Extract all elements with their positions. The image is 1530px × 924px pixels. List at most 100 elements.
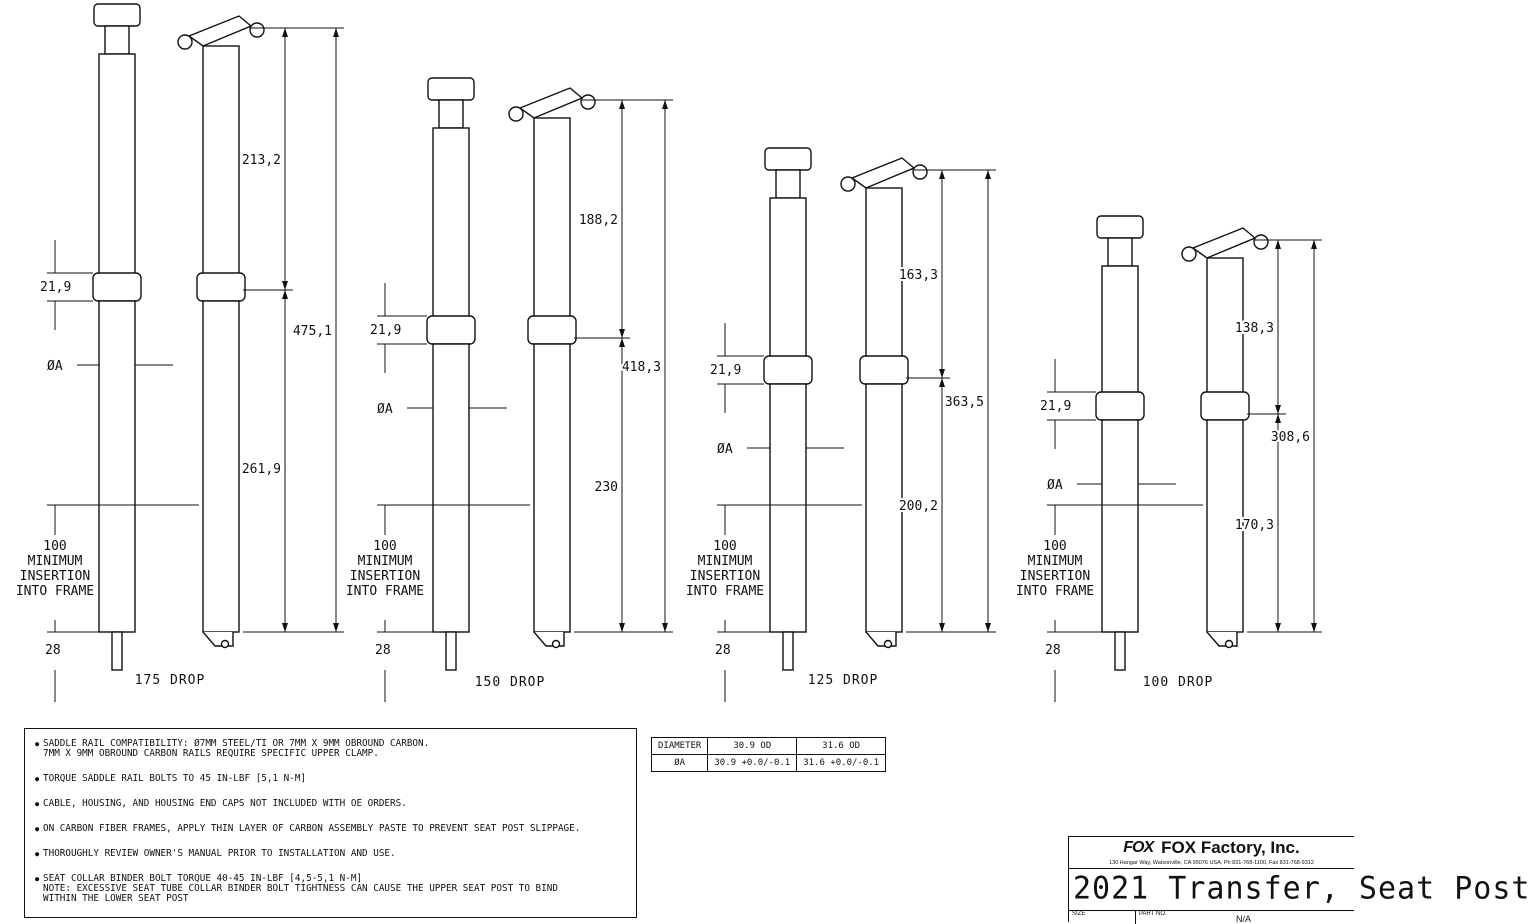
dimension-collar: 21,9: [1040, 399, 1071, 414]
lower-post-front: [432, 343, 470, 633]
upper-stanchion-side: [202, 45, 240, 286]
rail-clamp-bolt-left: [177, 34, 193, 50]
notes-list: SADDLE RAIL COMPATIBILITY: Ø7MM STEEL/TI…: [35, 739, 626, 904]
dimension-total-length: 418,3: [622, 360, 661, 375]
seal-head-collar-front: [426, 315, 476, 345]
note-item: SADDLE RAIL COMPATIBILITY: Ø7MM STEEL/TI…: [35, 739, 626, 759]
insertion-label-line: INTO FRAME: [346, 584, 424, 599]
dimension-upper-stanchion: 188,2: [579, 213, 618, 228]
dimension-diameter-a: ØA: [1047, 478, 1063, 493]
fox-logo: FOX: [1123, 839, 1154, 856]
saddle-clamp-front: [1096, 215, 1144, 239]
drop-label: 100 DROP: [1143, 675, 1214, 690]
insertion-label-line: 100: [373, 539, 396, 554]
insertion-label-line: INTO FRAME: [16, 584, 94, 599]
company-address: 130 Hangar Way, Watsonville, CA 95076 US…: [1069, 859, 1354, 869]
note-item: CABLE, HOUSING, AND HOUSING END CAPS NOT…: [35, 799, 626, 810]
seat-post-group: 138,3170,3308,621,9ØA100MINIMUMINSERTION…: [1016, 215, 1322, 702]
upper-stanchion-front: [1101, 265, 1139, 405]
actuator-barrel: [551, 639, 561, 649]
dimension-bottom: 28: [1045, 643, 1061, 658]
actuator-barrel: [220, 639, 230, 649]
company-name: FOX Factory, Inc.: [1161, 838, 1300, 857]
upper-stanchion-front: [432, 127, 470, 329]
dimension-arrow: [939, 378, 945, 387]
dimension-arrow: [1311, 240, 1317, 249]
actuator-front: [1114, 631, 1126, 671]
diameter-table-cell: 30.9 +0.0/-0.1: [707, 754, 798, 772]
insertion-label-line: INSERTION: [690, 569, 760, 584]
insertion-label-line: MINIMUM: [28, 554, 83, 569]
insertion-label-line: 100: [1043, 539, 1066, 554]
clamp-head-front: [104, 25, 130, 55]
dimension-bottom: 28: [375, 643, 391, 658]
title-block: FOX FOX Factory, Inc. 130 Hangar Way, Wa…: [1068, 836, 1529, 924]
dimension-arrow: [619, 623, 625, 632]
dimension-arrow: [1275, 623, 1281, 632]
saddle-clamp-front: [93, 3, 141, 27]
note-item: ON CARBON FIBER FRAMES, APPLY THIN LAYER…: [35, 824, 626, 835]
lower-post-front: [769, 383, 807, 633]
actuator-front: [111, 631, 123, 671]
dimension-total-length: 363,5: [945, 395, 984, 410]
seat-post-group: 213,2261,9475,121,9ØA100MINIMUMINSERTION…: [16, 3, 344, 702]
insertion-label-line: INSERTION: [1020, 569, 1090, 584]
seal-head-collar-side: [527, 315, 577, 345]
dimension-arrow: [282, 281, 288, 290]
seat-post-group: 188,2230418,321,9ØA100MINIMUMINSERTIONIN…: [346, 77, 673, 702]
rail-clamp-bolt-right: [1253, 234, 1269, 250]
dimension-arrow: [619, 338, 625, 347]
dimension-upper-stanchion: 163,3: [899, 268, 938, 283]
saddle-clamp-side: [187, 15, 253, 47]
dimension-arrow: [1311, 623, 1317, 632]
dimension-lower-post: 200,2: [899, 499, 938, 514]
lower-post-side: [865, 383, 903, 633]
title-block-company-row: FOX FOX Factory, Inc.: [1069, 837, 1354, 859]
dimension-collar: 21,9: [710, 363, 741, 378]
lower-post-front: [1101, 419, 1139, 633]
dimension-arrow: [662, 623, 668, 632]
saddle-clamp-side: [518, 87, 584, 119]
seat-post-group: 163,3200,2363,521,9ØA100MINIMUMINSERTION…: [686, 147, 996, 702]
rail-clamp-bolt-left: [1181, 246, 1197, 262]
part-number-value: N/A: [1236, 914, 1252, 924]
part-number-cell: PART NO. N/A: [1136, 910, 1354, 924]
clamp-head-front: [1107, 237, 1133, 267]
dimension-bottom: 28: [715, 643, 731, 658]
seal-head-collar-side: [859, 355, 909, 385]
upper-stanchion-front: [98, 53, 136, 286]
rail-clamp-bolt-right: [249, 22, 265, 38]
upper-stanchion-side: [1206, 257, 1244, 405]
saddle-clamp-front: [427, 77, 475, 101]
drop-label: 150 DROP: [475, 675, 546, 690]
dimension-arrow: [939, 170, 945, 179]
dimension-arrow: [333, 623, 339, 632]
lower-post-side: [533, 343, 571, 633]
insertion-label-line: 100: [43, 539, 66, 554]
rail-clamp-bolt-left: [508, 106, 524, 122]
clamp-head-front: [438, 99, 464, 129]
dimension-arrow: [282, 290, 288, 299]
diameter-table-row: ØA 30.9 +0.0/-0.1 31.6 +0.0/-0.1: [650, 754, 887, 772]
dimension-arrow: [985, 623, 991, 632]
rail-clamp-bolt-left: [840, 176, 856, 192]
note-item: SEAT COLLAR BINDER BOLT TORQUE 40-45 IN-…: [35, 874, 626, 904]
dimension-collar: 21,9: [40, 280, 71, 295]
diameter-table-row-label: ØA: [650, 754, 709, 772]
insertion-label-line: MINIMUM: [1028, 554, 1083, 569]
saddle-clamp-side: [1191, 227, 1257, 259]
dimension-lower-post: 230: [595, 480, 618, 495]
seal-head-collar-side: [196, 272, 246, 302]
note-item: TORQUE SADDLE RAIL BOLTS TO 45 IN-LBF [5…: [35, 774, 626, 785]
insertion-label-line: INSERTION: [350, 569, 420, 584]
actuator-barrel: [883, 639, 893, 649]
dimension-total-length: 308,6: [1271, 430, 1310, 445]
insertion-label-line: MINIMUM: [358, 554, 413, 569]
insertion-label-line: MINIMUM: [698, 554, 753, 569]
dimension-arrow: [282, 28, 288, 37]
dimension-arrow: [985, 170, 991, 179]
dimension-arrow: [619, 100, 625, 109]
dimension-arrow: [282, 623, 288, 632]
diameter-table-cell: 31.6 +0.0/-0.1: [796, 754, 887, 772]
upper-stanchion-side: [533, 117, 571, 329]
